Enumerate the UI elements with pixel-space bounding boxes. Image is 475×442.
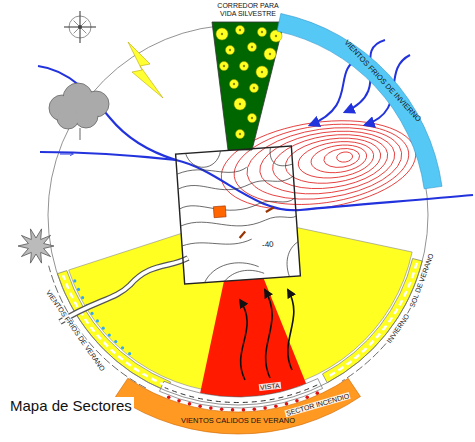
fire-dot xyxy=(253,408,257,412)
fire-dot xyxy=(231,408,235,412)
fire-dot xyxy=(209,406,213,410)
wind-dot xyxy=(108,333,111,336)
wind-arrow xyxy=(310,58,360,125)
wind-dot xyxy=(114,340,117,343)
hill-contour xyxy=(323,146,361,169)
lightning xyxy=(128,42,163,98)
river xyxy=(38,66,176,160)
sector-label: VIENTOS FRIOS DE INVIERNO xyxy=(341,38,422,125)
heat-arrow xyxy=(240,300,247,380)
hill-contour xyxy=(282,132,383,189)
sun-band xyxy=(323,259,423,383)
sector-arc xyxy=(342,256,430,381)
hill-contour xyxy=(296,137,376,182)
fire-dot xyxy=(188,402,192,406)
wind-dot xyxy=(73,279,76,282)
wind-dot xyxy=(81,296,84,299)
fire-dot xyxy=(177,399,181,403)
wind-dot xyxy=(128,352,131,355)
fire-dot xyxy=(167,395,171,399)
road xyxy=(60,258,188,322)
sector-label: CORREDOR PARA VIDA SILVESTRE xyxy=(210,2,286,17)
band-dashes xyxy=(165,385,318,403)
fire-dot xyxy=(198,404,202,408)
heat-arrow xyxy=(265,290,272,378)
sector-label: VIENTOS CALIDOS DE VERANO xyxy=(180,417,296,425)
fire-dot xyxy=(274,404,278,408)
fire-dot xyxy=(285,402,289,406)
site-plot: -40 xyxy=(176,146,301,284)
explosion-symbol xyxy=(18,229,54,263)
heat-arrow xyxy=(288,290,294,370)
node-shape xyxy=(176,146,301,284)
wind-dot xyxy=(102,327,105,330)
band-dashes xyxy=(328,263,417,377)
road xyxy=(60,258,188,322)
hill-contour xyxy=(256,123,399,202)
wind-dot xyxy=(96,319,99,322)
flow-mark xyxy=(60,154,72,155)
fire-dot xyxy=(316,391,320,395)
fire-dot xyxy=(263,406,267,410)
compass-rose xyxy=(64,11,96,43)
fire-dot xyxy=(242,408,246,412)
fire-dot xyxy=(305,395,309,399)
river xyxy=(40,152,473,210)
map-caption: Mapa de Sectores xyxy=(8,397,134,414)
wind-dot xyxy=(77,288,80,291)
hill-contour xyxy=(242,119,406,209)
wind-dot xyxy=(121,346,124,349)
hill-contour xyxy=(336,151,353,163)
fire-dot xyxy=(220,408,224,412)
sector-label: -40 xyxy=(261,241,275,251)
wind-dot xyxy=(90,312,93,315)
storm-cloud xyxy=(49,83,109,140)
fire-dot xyxy=(295,399,299,403)
